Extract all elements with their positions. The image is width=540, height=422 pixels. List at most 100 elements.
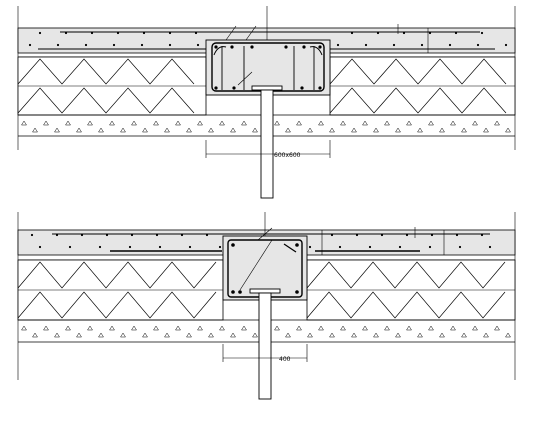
rebar-dot — [454, 31, 458, 35]
rebar-dot — [232, 86, 236, 90]
leader-line-3 — [237, 71, 253, 86]
rebar-dot — [84, 43, 88, 47]
gravel-mark — [98, 332, 104, 338]
rebar-dot — [194, 31, 198, 35]
gravel-mark — [76, 127, 82, 133]
gravel-mark — [274, 325, 280, 331]
gravel-mark — [208, 127, 214, 133]
pile-cap-plate-2 — [249, 288, 281, 294]
rebar-dot — [364, 43, 368, 47]
gravel-mark — [21, 120, 27, 126]
rebar-dot — [80, 233, 84, 237]
rebar-dots — [28, 31, 508, 47]
gravel-mark — [87, 325, 93, 331]
gravel-mark — [285, 127, 291, 133]
stirrup-hook-left — [213, 46, 227, 56]
insulation-layer-left — [17, 56, 207, 116]
gravel-mark — [296, 120, 302, 126]
gravel-mark — [109, 325, 115, 331]
rebar-dot — [180, 233, 184, 237]
rebar-dot — [398, 245, 402, 249]
rebar-dot — [130, 233, 134, 237]
rebar-dot — [112, 43, 116, 47]
gravel-mark — [219, 120, 225, 126]
gravel-mark — [54, 127, 60, 133]
gravel-mark — [197, 120, 203, 126]
gravel-mark — [230, 332, 236, 338]
gravel-mark — [318, 120, 324, 126]
gravel-mark — [461, 127, 467, 133]
leader-line-2 — [245, 25, 257, 41]
rebar-dot — [30, 233, 34, 237]
rebar-dot — [302, 45, 306, 49]
gravel-mark — [296, 325, 302, 331]
rebar-dot — [476, 43, 480, 47]
insulation-layer-right-2 — [306, 259, 516, 321]
gravel-mark — [494, 120, 500, 126]
rebar-dot — [504, 43, 508, 47]
gravel-mark — [505, 127, 511, 133]
gravel-mark — [384, 325, 390, 331]
rebar-dot — [155, 233, 159, 237]
gravel-mark — [241, 325, 247, 331]
rebar-dot — [142, 31, 146, 35]
rebar-dot — [376, 31, 380, 35]
gravel-mark — [252, 127, 258, 133]
rebar-dot — [55, 233, 59, 237]
gravel-mark — [340, 120, 346, 126]
gravel-mark — [428, 120, 434, 126]
rebar-dot — [392, 43, 396, 47]
gravel-mark — [395, 332, 401, 338]
rebar-dot — [402, 31, 406, 35]
rebar-dot — [480, 31, 484, 35]
rebar-dot — [116, 31, 120, 35]
rebar-dot — [168, 31, 172, 35]
rebar-dot — [188, 245, 192, 249]
gravel-mark — [153, 120, 159, 126]
gravel-mark — [164, 332, 170, 338]
gravel-mark — [32, 332, 38, 338]
rebar-dot — [455, 233, 459, 237]
gravel-mark — [274, 120, 280, 126]
gravel-mark — [450, 325, 456, 331]
gravel-mark — [208, 332, 214, 338]
rebar-dot — [231, 243, 235, 247]
gravel-mark — [186, 332, 192, 338]
rebar-dot — [488, 245, 492, 249]
rebar-dot — [420, 43, 424, 47]
gravel-mark — [373, 127, 379, 133]
gravel-mark — [351, 127, 357, 133]
dimension-label-1: 600x600 — [274, 152, 301, 159]
insulation-layer-left-2 — [17, 259, 224, 321]
rebar-dot — [428, 245, 432, 249]
rebar-dot — [428, 31, 432, 35]
gravel-mark — [285, 332, 291, 338]
rebar-dot — [300, 86, 304, 90]
gravel-mark — [197, 325, 203, 331]
beam-bar-dots — [214, 45, 322, 90]
gravel-mark — [351, 332, 357, 338]
rebar-dot — [64, 31, 68, 35]
gravel-mark — [318, 325, 324, 331]
gravel-mark — [186, 127, 192, 133]
pile-column — [260, 89, 274, 199]
gravel-mark — [142, 332, 148, 338]
gravel-mark — [373, 332, 379, 338]
leader-line-2a — [239, 239, 273, 291]
rebar-dot — [318, 45, 322, 49]
gravel-mark — [461, 332, 467, 338]
gravel-mark — [120, 127, 126, 133]
rebar-dot — [128, 245, 132, 249]
gravel-mark — [307, 332, 313, 338]
gravel-mark — [230, 127, 236, 133]
gravel-mark — [98, 127, 104, 133]
rebar-dot — [380, 233, 384, 237]
gravel-mark — [483, 332, 489, 338]
detail-2-narrow-beam: 400 — [17, 212, 516, 400]
rebar-dot — [205, 233, 209, 237]
stirrup-hook-right — [309, 46, 323, 56]
gravel-mark — [406, 120, 412, 126]
gravel-mark — [439, 332, 445, 338]
gravel-mark — [21, 325, 27, 331]
gravel-mark — [65, 325, 71, 331]
